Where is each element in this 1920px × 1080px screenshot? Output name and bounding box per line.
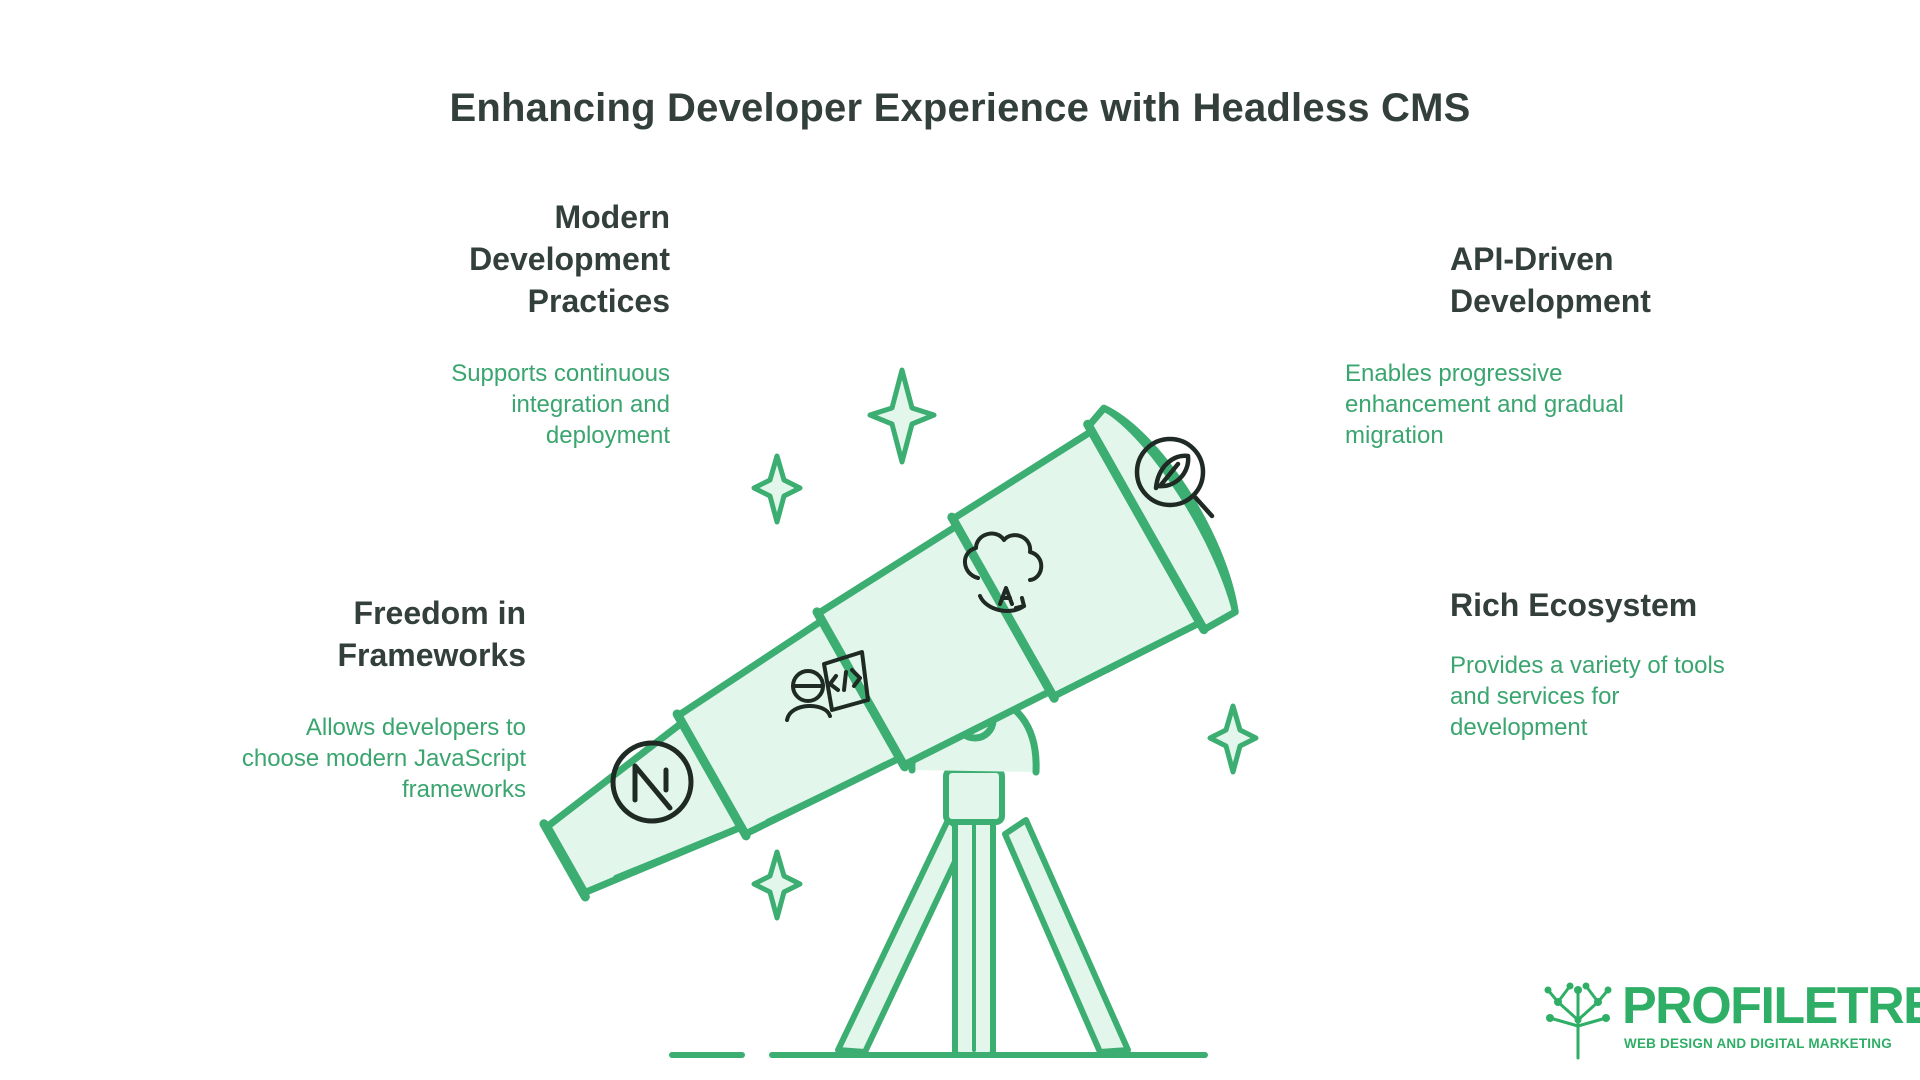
- tree-logo-icon: [1544, 982, 1612, 1060]
- description-line: and services for: [1450, 683, 1620, 710]
- feature-description-freedom-frameworks: Allows developers to choose modern JavaS…: [196, 712, 526, 805]
- nextjs-logo-icon: [610, 740, 694, 824]
- brand-name: PROFILETREE: [1622, 977, 1920, 1035]
- leaf-magnifier-icon: [1134, 436, 1215, 519]
- feature-heading-rich-ecosystem: Rich Ecosystem: [1450, 584, 1780, 626]
- brand-logo: PROFILETREE WEB DESIGN AND DIGITAL MARKE…: [1540, 976, 1920, 1060]
- heading-line: Rich Ecosystem: [1450, 587, 1698, 623]
- sparkle-icon: [867, 367, 937, 465]
- feature-description-api-driven: Enables progressive enhancement and grad…: [1345, 358, 1675, 451]
- heading-line: Practices: [527, 283, 670, 319]
- sparkle-icons: [751, 367, 1259, 921]
- description-line: Provides a variety of tools: [1450, 652, 1725, 679]
- description-line: Allows developers to: [305, 714, 526, 741]
- sparkle-icon: [751, 453, 803, 525]
- description-line: integration and: [511, 391, 670, 418]
- description-line: Supports continuous: [451, 360, 670, 387]
- tripod: [835, 767, 1131, 1058]
- heading-line: Freedom in: [353, 595, 526, 631]
- feature-description-modern-development: Supports continuous integration and depl…: [370, 358, 670, 451]
- sparkle-icon: [1207, 703, 1259, 775]
- heading-line: Modern: [554, 199, 670, 235]
- feature-heading-api-driven: API-Driven Development: [1450, 238, 1780, 322]
- heading-line: API-Driven: [1450, 241, 1614, 277]
- description-line: deployment: [545, 422, 670, 449]
- feature-heading-modern-development: Modern Development Practices: [370, 196, 670, 322]
- description-line: development: [1450, 714, 1588, 741]
- description-line: frameworks: [401, 776, 526, 803]
- feature-description-rich-ecosystem: Provides a variety of tools and services…: [1450, 650, 1790, 743]
- heading-line: Development: [469, 241, 670, 277]
- brand-tagline: WEB DESIGN AND DIGITAL MARKETING: [1624, 1036, 1892, 1051]
- description-line: enhancement and gradual: [1345, 391, 1624, 418]
- description-line: migration: [1345, 422, 1444, 449]
- description-line: Enables progressive: [1345, 360, 1563, 387]
- cicd-engineer-search-icon: [785, 650, 870, 722]
- description-line: choose modern JavaScript: [241, 745, 526, 772]
- cloud-sync-api-icon: [963, 531, 1044, 613]
- sparkle-icon: [751, 849, 803, 921]
- telescope-tube: [539, 404, 1239, 902]
- feature-heading-freedom-frameworks: Freedom in Frameworks: [200, 592, 526, 676]
- heading-line: Frameworks: [337, 637, 526, 673]
- page-title: Enhancing Developer Experience with Head…: [449, 86, 1471, 130]
- heading-line: Development: [1450, 283, 1651, 319]
